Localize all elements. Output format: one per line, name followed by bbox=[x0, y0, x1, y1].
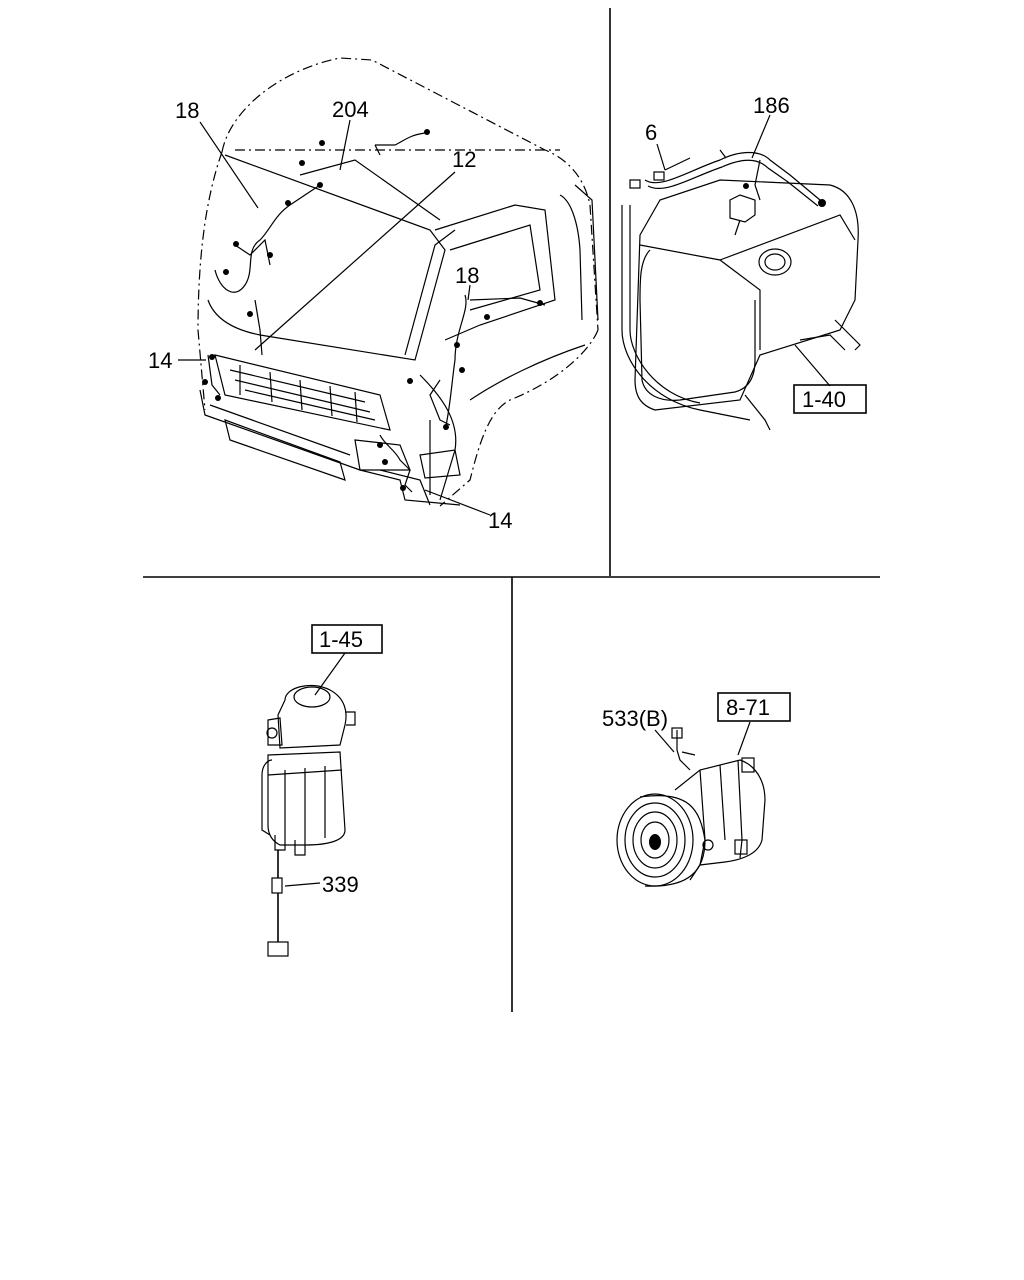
fuel-filter-drawing bbox=[261, 652, 356, 957]
label-18-left: 18 bbox=[175, 98, 199, 123]
ref-label-1-45: 1-45 bbox=[319, 627, 363, 652]
label-339: 339 bbox=[322, 872, 359, 897]
panel-dividers bbox=[143, 8, 880, 1012]
label-186: 186 bbox=[753, 93, 790, 118]
label-14-left: 14 bbox=[148, 348, 172, 373]
label-204: 204 bbox=[332, 97, 369, 122]
ac-compressor-drawing bbox=[616, 721, 766, 887]
ref-label-8-71: 8-71 bbox=[726, 695, 770, 720]
label-533b: 533(B) bbox=[602, 706, 668, 731]
ref-box-8-71 bbox=[717, 692, 791, 722]
truck-cab-drawing bbox=[178, 57, 599, 516]
label-18-right: 18 bbox=[455, 263, 479, 288]
ref-label-1-40: 1-40 bbox=[802, 387, 846, 412]
label-12: 12 bbox=[452, 147, 476, 172]
fuel-tank-drawing bbox=[621, 114, 861, 431]
label-14-right: 14 bbox=[488, 508, 512, 533]
label-6: 6 bbox=[645, 120, 657, 145]
ref-box-1-40 bbox=[793, 384, 867, 414]
ref-box-1-45 bbox=[311, 624, 383, 654]
